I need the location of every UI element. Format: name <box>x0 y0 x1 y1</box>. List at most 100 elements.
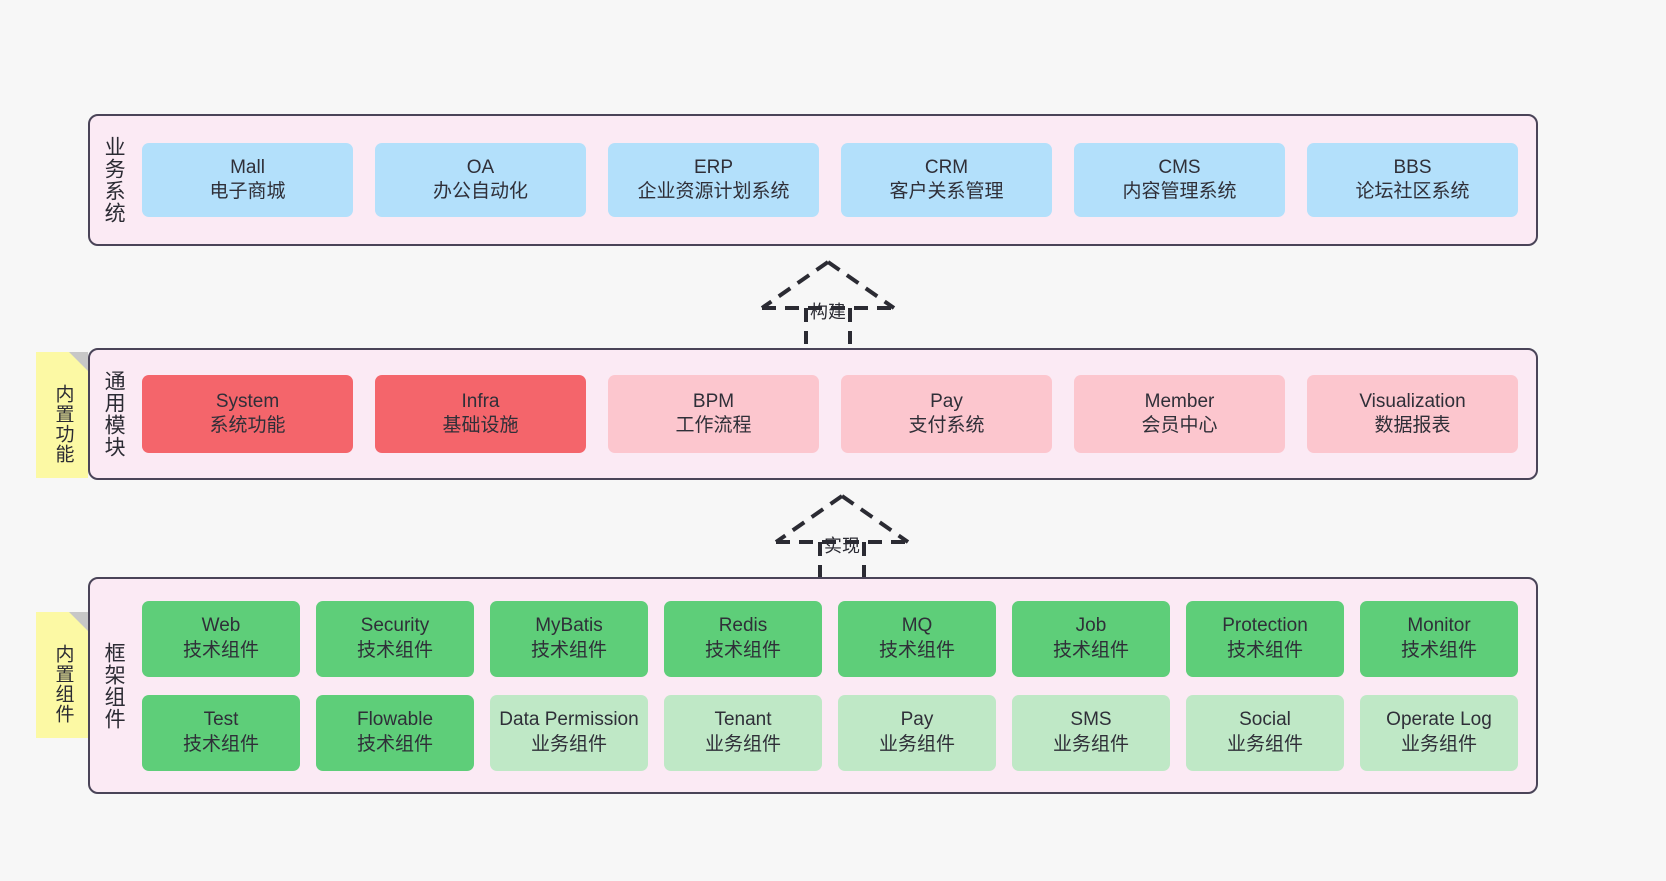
layer-title-framework-components: 框架组件 <box>102 641 126 730</box>
node-subtitle: 技术组件 <box>530 639 607 661</box>
node-pay-module[interactable]: Pay 支付系统 <box>841 375 1052 453</box>
node-subtitle: 技术组件 <box>1226 639 1303 661</box>
connector-implement: 实现 <box>772 492 912 578</box>
node-title: Mall <box>230 156 265 178</box>
layer-body-common-modules: System 系统功能 Infra 基础设施 BPM 工作流程 Pay 支付系统… <box>136 350 1536 478</box>
node-oa[interactable]: OA 办公自动化 <box>375 143 586 217</box>
node-title: Flowable <box>356 709 434 731</box>
connector-build-label: 构建 <box>810 302 846 322</box>
node-title: Visualization <box>1359 390 1466 412</box>
node-subtitle: 办公自动化 <box>432 181 528 202</box>
node-sms[interactable]: SMS 业务组件 <box>1012 694 1170 771</box>
layer-body-framework-components: Web 技术组件 Security 技术组件 MyBatis 技术组件 Redi… <box>136 579 1536 792</box>
layer-common-modules[interactable]: 通用模块 System 系统功能 Infra 基础设施 BPM 工作流程 Pay… <box>88 348 1538 480</box>
node-protection[interactable]: Protection 技术组件 <box>1186 600 1344 677</box>
node-operate-log[interactable]: Operate Log 业务组件 <box>1360 694 1518 771</box>
node-mq[interactable]: MQ 技术组件 <box>838 600 996 677</box>
layer-title-common-modules: 通用模块 <box>102 370 126 458</box>
node-subtitle: 企业资源计划系统 <box>637 181 790 202</box>
node-job[interactable]: Job 技术组件 <box>1012 600 1170 677</box>
node-subtitle: 工作流程 <box>675 415 752 436</box>
sticky-note-builtin-components[interactable]: 内置组件 <box>36 612 88 738</box>
connector-build: 构建 <box>758 258 898 344</box>
node-title: MQ <box>901 615 933 637</box>
node-cms[interactable]: CMS 内容管理系统 <box>1074 143 1285 217</box>
node-flowable[interactable]: Flowable 技术组件 <box>316 694 474 771</box>
build-arrow-icon <box>760 260 896 344</box>
node-title: OA <box>466 156 495 178</box>
node-subtitle: 技术组件 <box>1400 639 1477 661</box>
node-title: Job <box>1075 615 1107 637</box>
node-subtitle: 技术组件 <box>182 733 259 755</box>
node-subtitle: 客户关系管理 <box>889 181 1004 202</box>
node-data-permission[interactable]: Data Permission 业务组件 <box>490 694 648 771</box>
node-title: Protection <box>1222 615 1308 637</box>
node-row: Test 技术组件 Flowable 技术组件 Data Permission … <box>142 694 1518 771</box>
node-subtitle: 支付系统 <box>908 415 985 436</box>
sticky-fold-icon <box>69 612 88 631</box>
node-subtitle: 业务组件 <box>1226 733 1303 755</box>
node-title: MyBatis <box>535 615 603 637</box>
node-title: BPM <box>692 390 735 412</box>
sticky-note-builtin-features[interactable]: 内置功能 <box>36 352 88 478</box>
node-row: System 系统功能 Infra 基础设施 BPM 工作流程 Pay 支付系统… <box>142 375 1518 453</box>
node-title: CRM <box>924 156 969 178</box>
node-row: Mall 电子商城 OA 办公自动化 ERP 企业资源计划系统 CRM 客户关系… <box>142 143 1518 217</box>
implement-arrow-icon <box>774 494 910 578</box>
node-title: Test <box>203 709 239 731</box>
layer-framework-components[interactable]: 框架组件 Web 技术组件 Security 技术组件 MyBatis 技术组件… <box>88 577 1538 794</box>
node-title: Web <box>201 615 241 637</box>
node-title: Security <box>360 615 430 637</box>
node-tenant[interactable]: Tenant 业务组件 <box>664 694 822 771</box>
node-web[interactable]: Web 技术组件 <box>142 600 300 677</box>
node-subtitle: 业务组件 <box>1052 733 1129 755</box>
node-subtitle: 技术组件 <box>182 639 259 661</box>
node-monitor[interactable]: Monitor 技术组件 <box>1360 600 1518 677</box>
sticky-note-label: 内置功能 <box>52 384 74 464</box>
node-mybatis[interactable]: MyBatis 技术组件 <box>490 600 648 677</box>
node-bbs[interactable]: BBS 论坛社区系统 <box>1307 143 1518 217</box>
node-title: System <box>215 390 280 412</box>
node-subtitle: 技术组件 <box>1052 639 1129 661</box>
node-infra[interactable]: Infra 基础设施 <box>375 375 586 453</box>
layer-business-systems[interactable]: 业务系统 Mall 电子商城 OA 办公自动化 ERP 企业资源计划系统 CRM… <box>88 114 1538 246</box>
sticky-note-label: 内置组件 <box>52 644 74 724</box>
node-system[interactable]: System 系统功能 <box>142 375 353 453</box>
node-subtitle: 业务组件 <box>878 733 955 755</box>
node-subtitle: 业务组件 <box>1400 733 1477 755</box>
layer-body-business-systems: Mall 电子商城 OA 办公自动化 ERP 企业资源计划系统 CRM 客户关系… <box>136 116 1536 244</box>
node-title: Data Permission <box>499 709 639 731</box>
node-subtitle: 内容管理系统 <box>1122 181 1237 202</box>
node-mall[interactable]: Mall 电子商城 <box>142 143 353 217</box>
node-redis[interactable]: Redis 技术组件 <box>664 600 822 677</box>
node-title: Pay <box>900 709 934 731</box>
node-erp[interactable]: ERP 企业资源计划系统 <box>608 143 819 217</box>
node-subtitle: 基础设施 <box>442 415 519 436</box>
node-subtitle: 电子商城 <box>209 181 286 202</box>
node-subtitle: 技术组件 <box>356 733 433 755</box>
node-title: ERP <box>693 156 734 178</box>
node-social[interactable]: Social 业务组件 <box>1186 694 1344 771</box>
node-subtitle: 数据报表 <box>1374 415 1451 436</box>
node-subtitle: 业务组件 <box>530 733 607 755</box>
node-title: BBS <box>1393 156 1432 178</box>
node-title: CMS <box>1158 156 1201 178</box>
node-bpm[interactable]: BPM 工作流程 <box>608 375 819 453</box>
node-security[interactable]: Security 技术组件 <box>316 600 474 677</box>
node-test[interactable]: Test 技术组件 <box>142 694 300 771</box>
node-title: Tenant <box>714 709 772 731</box>
node-crm[interactable]: CRM 客户关系管理 <box>841 143 1052 217</box>
node-visualization[interactable]: Visualization 数据报表 <box>1307 375 1518 453</box>
node-pay-component[interactable]: Pay 业务组件 <box>838 694 996 771</box>
node-subtitle: 技术组件 <box>704 639 781 661</box>
connector-implement-label: 实现 <box>824 536 860 556</box>
node-title: Social <box>1239 709 1291 731</box>
node-title: Pay <box>930 390 963 412</box>
layer-title-business-systems: 业务系统 <box>102 136 126 224</box>
node-title: Redis <box>718 615 768 637</box>
node-member[interactable]: Member 会员中心 <box>1074 375 1285 453</box>
node-subtitle: 业务组件 <box>704 733 781 755</box>
sticky-fold-icon <box>69 352 88 371</box>
node-subtitle: 技术组件 <box>878 639 955 661</box>
